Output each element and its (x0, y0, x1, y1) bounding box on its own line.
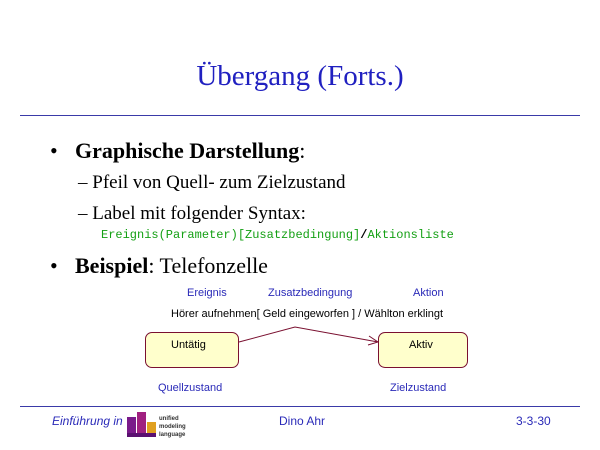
caption-quellzustand: Quellzustand (158, 382, 223, 394)
bullet-bold-text: Graphische Darstellung (75, 138, 300, 163)
footer-left-text: Einführung in (52, 414, 123, 428)
state-aktiv: Aktiv (378, 332, 468, 368)
bullet-bold-text: Beispiel (75, 253, 149, 278)
state-name: Aktiv (409, 339, 433, 351)
diagram-label-aktion: Aktion (413, 287, 444, 299)
syntax-event: Ereignis(Parameter) (101, 228, 238, 242)
syntax-line: Ereignis(Parameter)[Zusatzbedingung]/Akt… (101, 228, 454, 242)
slide-title: Übergang (Forts.) (196, 60, 404, 92)
svg-text:modeling: modeling (159, 424, 186, 430)
footer-divider (20, 406, 580, 407)
dash-marker: – (78, 203, 93, 224)
state-untaetig: Untätig (145, 332, 239, 368)
bullet-rest-text: : Telefonzelle (148, 253, 268, 278)
syntax-guard: [Zusatzbedingung] (237, 228, 361, 242)
transition-label: Hörer aufnehmen[ Geld eingeworfen ] / Wä… (171, 308, 444, 320)
diagram-label-zusatzbedingung: Zusatzbedingung (268, 287, 353, 299)
syntax-actions: Aktionsliste (367, 228, 454, 242)
bullet-marker: • (50, 138, 58, 163)
dash-marker: – (78, 172, 93, 193)
svg-text:unified: unified (159, 416, 179, 422)
sub-item-text: Pfeil von Quell- zum Zielzustand (92, 172, 346, 193)
svg-text:language: language (159, 432, 186, 438)
bullet-graphische-darstellung: Graphische Darstellung: (75, 138, 305, 164)
bullet-marker: • (50, 253, 58, 278)
uml-logo: unified modeling language (127, 412, 186, 438)
state-name: Untätig (171, 339, 206, 351)
sub-item-text: Label mit folgender Syntax: (92, 203, 306, 224)
bullet-beispiel: Beispiel: Telefonzelle (75, 253, 268, 279)
caption-zielzustand: Zielzustand (390, 382, 447, 394)
title-divider (20, 115, 580, 116)
syntax-slash: / (360, 228, 368, 242)
footer-page-number: 3-3-30 (516, 414, 551, 428)
sub-item-pfeil: – Pfeil von Quell- zum Zielzustand (78, 172, 346, 194)
bullet-rest-text: : (299, 138, 306, 163)
footer-author: Dino Ahr (279, 414, 326, 428)
diagram-label-ereignis: Ereignis (187, 287, 227, 299)
sub-item-label: – Label mit folgender Syntax: (78, 203, 306, 225)
